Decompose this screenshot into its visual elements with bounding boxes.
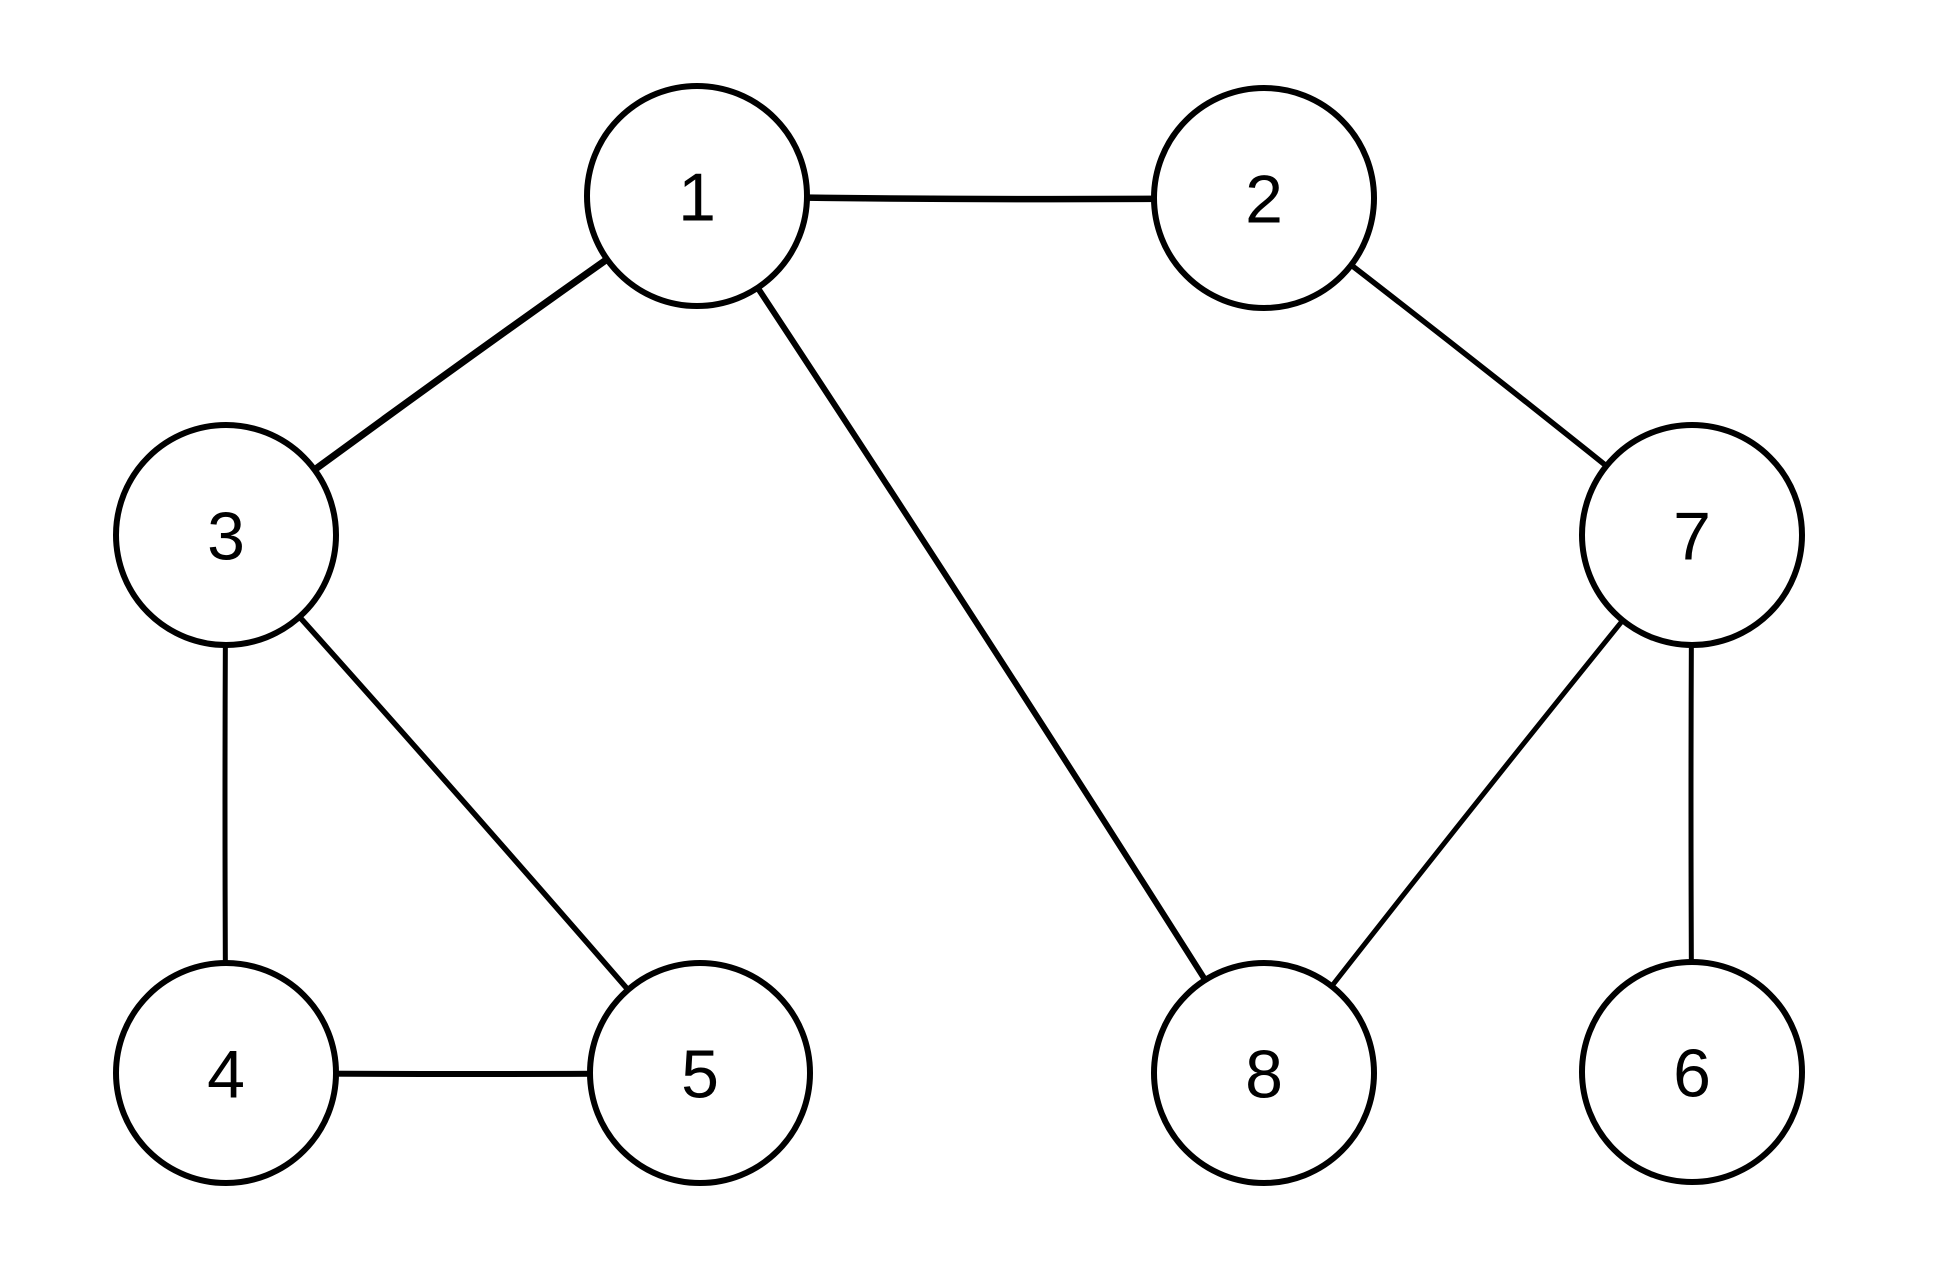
graph-node-5: 5 [587, 960, 813, 1186]
node-circle-7 [1579, 422, 1805, 648]
node-circle-1 [584, 83, 810, 309]
node-label-7: 7 [1673, 498, 1711, 574]
node-label-2: 2 [1245, 161, 1283, 237]
node-label-1: 1 [678, 159, 716, 235]
graph-node-6: 6 [1579, 959, 1805, 1185]
node-circle-5 [587, 960, 813, 1186]
node-circle-4 [113, 960, 339, 1186]
node-circle-6 [1579, 959, 1805, 1185]
graph-node-1: 1 [584, 83, 810, 309]
node-label-5: 5 [681, 1036, 719, 1112]
node-circle-2 [1151, 85, 1377, 311]
node-circle-8 [1151, 960, 1377, 1186]
node-label-6: 6 [1673, 1035, 1711, 1111]
graph-node-3: 3 [113, 422, 339, 648]
node-label-8: 8 [1245, 1036, 1283, 1112]
node-label-3: 3 [207, 498, 245, 574]
graph-node-4: 4 [113, 960, 339, 1186]
graph-node-8: 8 [1151, 960, 1377, 1186]
node-circle-3 [113, 422, 339, 648]
node-label-4: 4 [207, 1036, 245, 1112]
edge-1-8 [694, 193, 1267, 1076]
graph-node-2: 2 [1151, 85, 1377, 311]
graph-node-7: 7 [1579, 422, 1805, 648]
